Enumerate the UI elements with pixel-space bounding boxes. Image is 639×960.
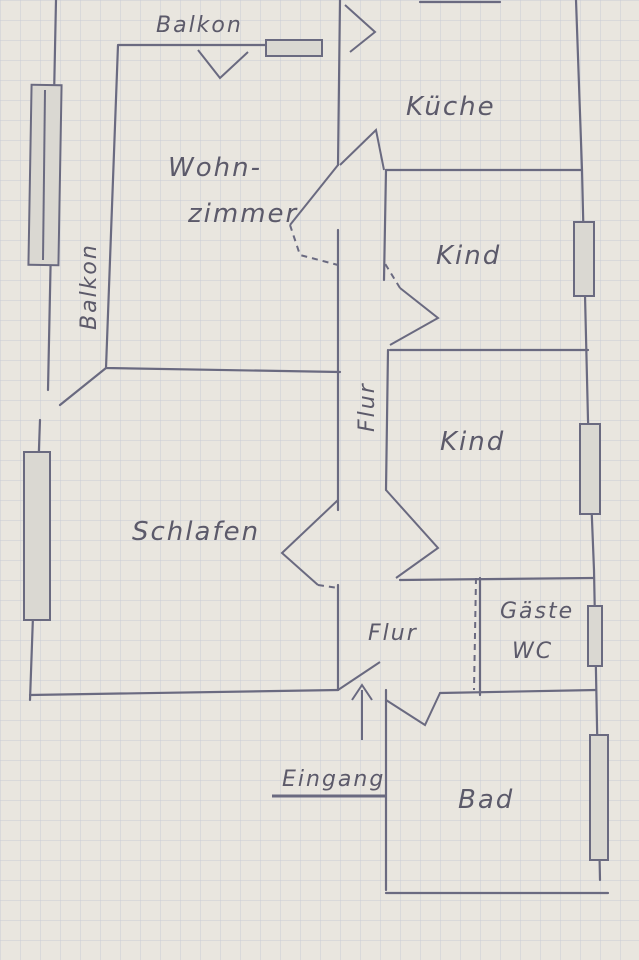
doors <box>197 4 477 727</box>
label-kind-2: Kind <box>440 427 505 457</box>
entrance-arrow <box>351 683 373 740</box>
label-schlafen: Schlafen <box>132 517 260 547</box>
door-bad <box>385 692 441 727</box>
door-wc-swing <box>473 577 477 691</box>
door-schlafen <box>280 499 339 586</box>
center-left-wall <box>336 0 342 692</box>
label-bad: Bad <box>458 785 514 815</box>
label-kind-1: Kind <box>436 241 501 271</box>
label-balkon-top: Balkon <box>156 13 243 38</box>
door-top-right <box>344 4 377 53</box>
right-outer-wall <box>574 0 602 882</box>
door-kitchen <box>339 128 385 171</box>
door-schlafen-swing <box>317 584 339 589</box>
door-kind-2 <box>385 489 440 579</box>
label-wc: WC <box>512 639 553 664</box>
windows <box>23 39 609 861</box>
label-balkon-side: Balkon <box>77 243 102 330</box>
label-wohnzimmer-2: zimmer <box>187 199 299 229</box>
window-right-bad <box>589 734 609 861</box>
door-livingroom-swing <box>289 224 339 266</box>
door-livingroom <box>289 164 339 226</box>
window-left-lower <box>23 451 51 621</box>
window-right-wc <box>587 605 603 667</box>
label-flur-vertical: Flur <box>355 382 380 432</box>
bath-top-wall <box>438 688 598 695</box>
door-kind-1-swing <box>383 261 401 289</box>
label-eingang: Eingang <box>282 767 385 792</box>
label-gaeste: Gäste <box>500 599 574 624</box>
door-kind-1 <box>389 287 440 346</box>
window-right-kind-2 <box>579 423 601 515</box>
wc-top-wall <box>398 576 596 582</box>
living-room-walls <box>104 43 342 374</box>
walls <box>28 0 610 895</box>
window-right-kind-1 <box>573 221 595 297</box>
bottom-left-wall <box>28 688 340 697</box>
door-balcony-top <box>197 49 249 80</box>
label-kueche: Küche <box>406 92 496 122</box>
window-top-balcony <box>265 39 323 57</box>
door-entrance <box>337 661 381 691</box>
corridor-right-wall <box>382 168 390 892</box>
balcony-diagonal <box>58 366 108 407</box>
label-wohnzimmer-1: Wohn- <box>168 153 262 183</box>
label-flur-entry: Flur <box>368 621 418 646</box>
